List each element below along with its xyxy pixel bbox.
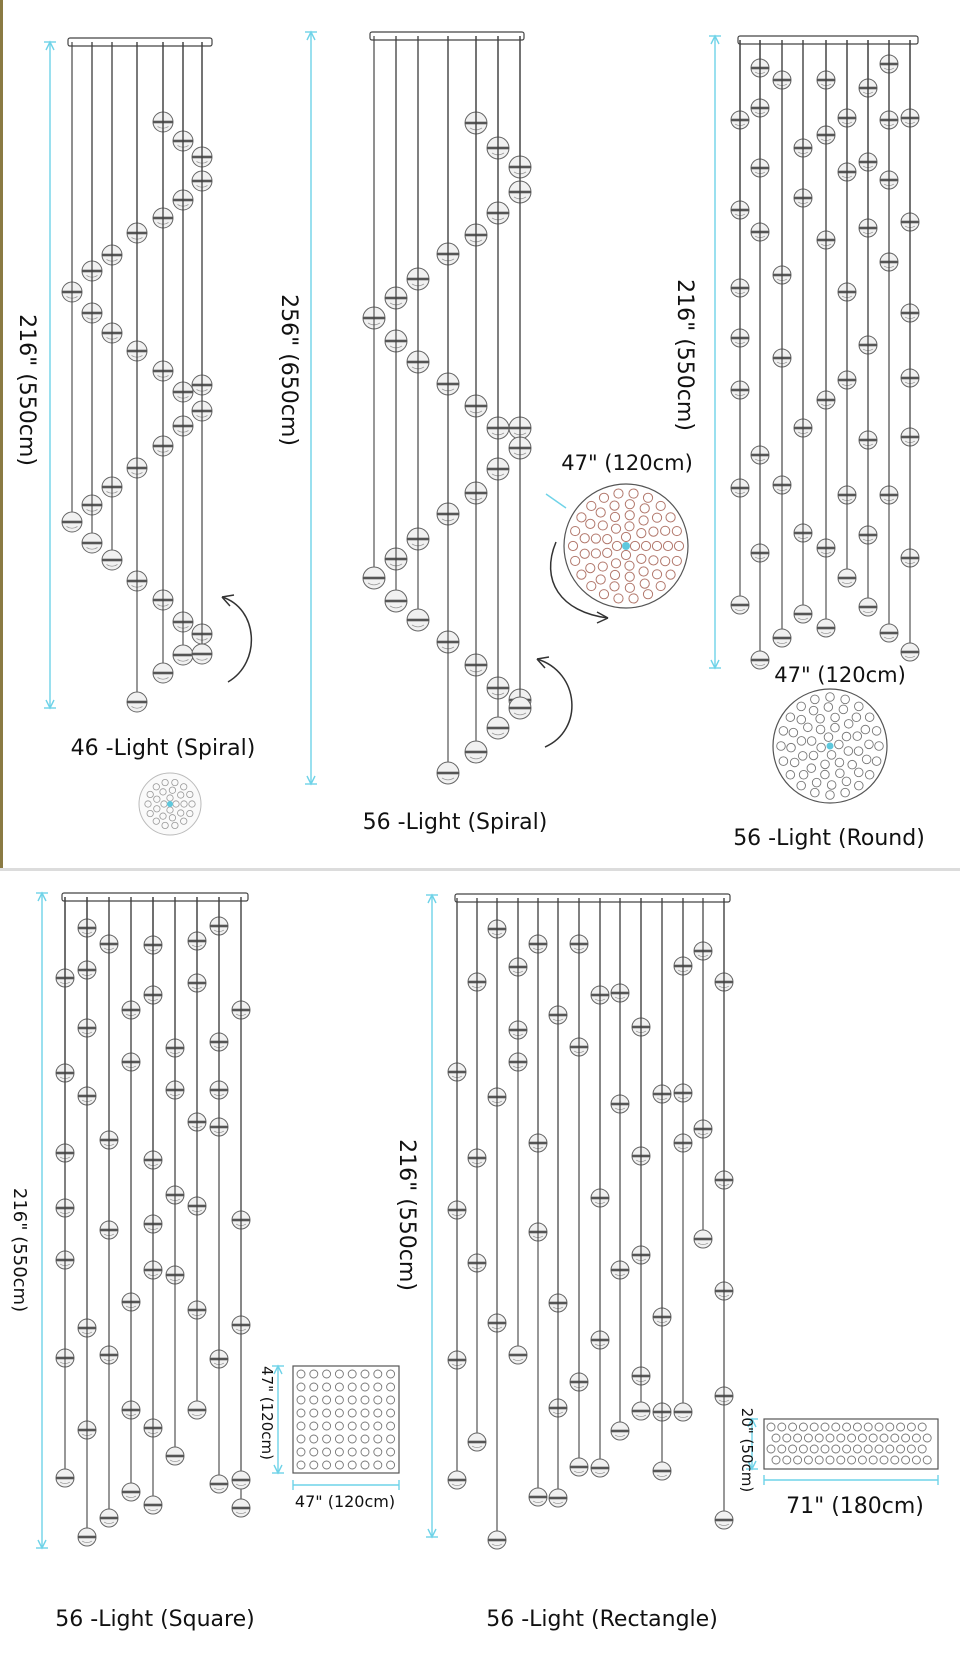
left-edge-line xyxy=(0,0,3,868)
height-dimension-line xyxy=(44,40,56,710)
globe-pendant-icon xyxy=(569,1457,589,1477)
rect56-height-label: 216" (550cm) xyxy=(394,1139,419,1291)
globe-pendant-icon xyxy=(447,1470,467,1490)
spiral56-pendant-drawing xyxy=(362,31,532,785)
globe-pendant-icon xyxy=(900,642,920,662)
rect56-pendant-drawing xyxy=(447,893,734,1550)
globe-pendant-icon xyxy=(362,566,386,590)
globe-pendant-icon xyxy=(548,1488,568,1508)
globe-pendant-icon xyxy=(793,604,813,624)
globe-pendant-icon xyxy=(508,696,532,720)
dimension-lines xyxy=(36,30,939,1550)
round56-diameter-label: 47" (120cm) xyxy=(774,663,906,687)
globe-pendant-icon xyxy=(590,1458,610,1478)
height-dimension-line xyxy=(709,34,721,670)
globe-pendant-icon xyxy=(673,1402,693,1422)
globe-pendant-icon xyxy=(126,691,148,713)
globe-pendant-icon xyxy=(750,650,770,670)
globe-pendant-icon xyxy=(406,608,430,632)
spiral46-height-label: 216" (550cm) xyxy=(14,314,39,466)
height-dimension-line xyxy=(272,1364,284,1475)
ceiling-bar xyxy=(67,37,213,47)
canopy-plate-icon xyxy=(563,483,689,609)
height-dimension-line xyxy=(36,891,48,1550)
globe-pendant-icon xyxy=(55,1468,75,1488)
globe-pendant-icon xyxy=(528,1487,548,1507)
ceiling-bar xyxy=(61,892,249,902)
globe-pendant-icon xyxy=(165,1446,185,1466)
width-dimension-line xyxy=(763,1475,939,1485)
globe-pendant-icon xyxy=(772,628,792,648)
rect56-plate-height-label: 20" (50cm) xyxy=(738,1408,756,1492)
spiral56-diameter-label: 47" (120cm) xyxy=(561,451,693,475)
globe-pendant-icon xyxy=(631,1401,651,1421)
rotation-arrow-icon xyxy=(221,594,252,683)
ceiling-bar xyxy=(737,35,919,45)
globe-pendant-icon xyxy=(99,1508,119,1528)
globe-pendant-icon xyxy=(191,643,213,665)
globe-pendant-icon xyxy=(436,761,460,785)
canopy-plates xyxy=(138,483,939,1474)
spiral56-height-label: 256" (650cm) xyxy=(276,294,301,446)
ceiling-bar xyxy=(454,893,731,903)
globe-pendant-icon xyxy=(61,511,83,533)
rotation-arrow-icon xyxy=(536,656,573,748)
globe-pendant-icon xyxy=(508,1345,528,1365)
globe-pendant-icon xyxy=(81,532,103,554)
rect56-plate-width-label: 71" (180cm) xyxy=(786,1494,924,1519)
globe-pendant-icon xyxy=(730,595,750,615)
rotation-arrow-icon xyxy=(549,541,609,624)
square56-plate-height-label: 47" (120cm) xyxy=(258,1366,276,1460)
globe-pendant-icon xyxy=(467,1432,487,1452)
globe-pendant-icon xyxy=(231,1498,251,1518)
globe-pendant-icon xyxy=(384,589,408,613)
spiral56-model-label: 56 -Light (Spiral) xyxy=(363,810,548,835)
globe-pendant-icon xyxy=(837,568,857,588)
canopy-plate-icon xyxy=(292,1365,400,1474)
height-dimension-line xyxy=(426,893,438,1539)
canopy-plate-icon xyxy=(763,1418,939,1470)
globe-pendant-icon xyxy=(172,644,194,666)
globe-pendant-icon xyxy=(610,1421,630,1441)
square56-plate-width-label: 47" (120cm) xyxy=(295,1492,395,1511)
globe-pendant-icon xyxy=(652,1461,672,1481)
globe-pendant-icon xyxy=(816,618,836,638)
section-divider xyxy=(0,868,960,871)
globe-pendant-icon xyxy=(858,597,878,617)
globe-pendant-icon xyxy=(143,1495,163,1515)
globe-pendant-icon xyxy=(464,740,488,764)
round56-pendant-drawing xyxy=(730,35,920,670)
width-dimension-line xyxy=(292,1480,400,1490)
globe-pendant-icon xyxy=(101,549,123,571)
globe-pendant-icon xyxy=(693,1229,713,1249)
globe-pendant-icon xyxy=(187,1400,207,1420)
square56-height-label: 216" (550cm) xyxy=(9,1188,30,1312)
spiral46-pendant-drawing xyxy=(61,37,213,713)
globe-pendant-icon xyxy=(487,1530,507,1550)
globe-pendant-icon xyxy=(77,1527,97,1547)
globe-pendant-icon xyxy=(879,623,899,643)
rect56-model-label: 56 -Light (Rectangle) xyxy=(486,1607,718,1632)
round56-height-label: 216" (550cm) xyxy=(672,279,697,431)
globe-pendant-icon xyxy=(209,1474,229,1494)
round56-model-label: 56 -Light (Round) xyxy=(733,826,925,851)
canopy-plate-icon xyxy=(138,772,202,836)
globe-pendant-icon xyxy=(152,662,174,684)
spiral46-model-label: 46 -Light (Spiral) xyxy=(71,736,256,761)
height-dimension-line xyxy=(305,30,317,786)
square56-model-label: 56 -Light (Square) xyxy=(55,1607,254,1632)
height-dimension-line xyxy=(746,1417,758,1471)
ceiling-bar xyxy=(369,31,525,41)
canopy-plate-icon xyxy=(772,688,888,804)
globe-pendant-icon xyxy=(121,1482,141,1502)
globe-pendant-icon xyxy=(486,716,510,740)
globe-pendant-icon xyxy=(231,1470,251,1490)
square56-pendant-drawing xyxy=(55,892,251,1547)
globe-pendant-icon xyxy=(714,1510,734,1530)
